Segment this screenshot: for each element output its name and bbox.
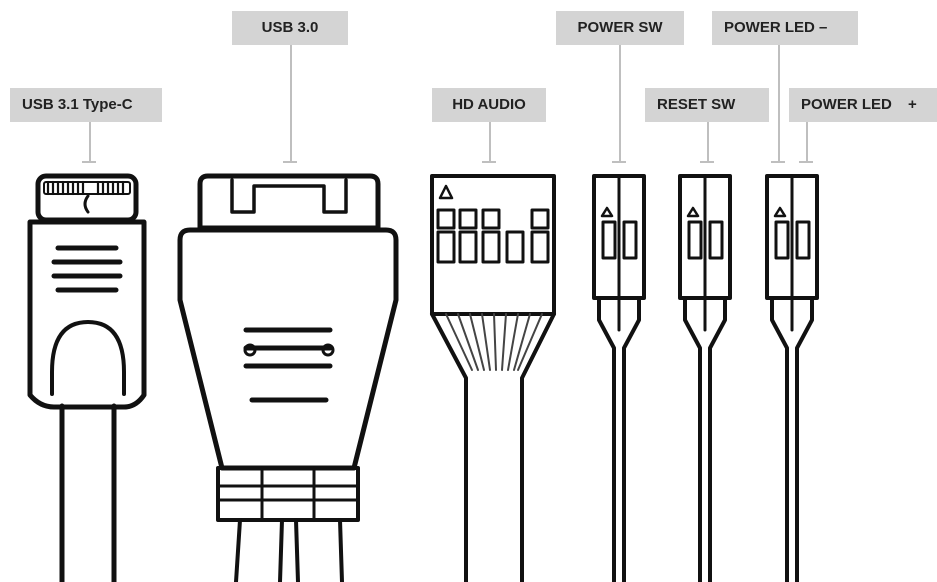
label-plus: + (908, 96, 917, 113)
leader-power-led-plus (806, 122, 808, 161)
leader-reset-sw (707, 122, 709, 161)
label-power-sw: POWER SW (556, 11, 684, 45)
leader-cap-usb-typec (82, 161, 96, 163)
power-led-connector-icon (765, 174, 819, 582)
leader-cap-power-led-plus (799, 161, 813, 163)
label-reset-sw: RESET SW (645, 88, 769, 122)
leader-cap-power-sw (612, 161, 626, 163)
leader-power-led-minus (778, 45, 780, 161)
hd-audio-connector-icon (430, 174, 556, 582)
leader-cap-hd-audio (482, 161, 496, 163)
label-power-led-minus: POWER LED – (712, 11, 858, 45)
usb30-connector-icon (177, 173, 399, 582)
leader-cap-reset-sw (700, 161, 714, 163)
leader-hd-audio (489, 122, 491, 161)
leader-usb-typec (89, 122, 91, 161)
label-power-led: POWER LED (789, 88, 937, 122)
label-hd-audio: HD AUDIO (432, 88, 546, 122)
label-usb30: USB 3.0 (232, 11, 348, 45)
leader-usb30 (290, 45, 292, 161)
leader-cap-usb30 (283, 161, 297, 163)
reset-sw-connector-icon (678, 174, 732, 582)
leader-power-sw (619, 45, 621, 161)
power-sw-connector-icon (592, 174, 646, 582)
leader-cap-power-led-minus (771, 161, 785, 163)
usb-typec-connector-icon (27, 173, 147, 582)
label-usb31-typec: USB 3.1 Type-C (10, 88, 162, 122)
